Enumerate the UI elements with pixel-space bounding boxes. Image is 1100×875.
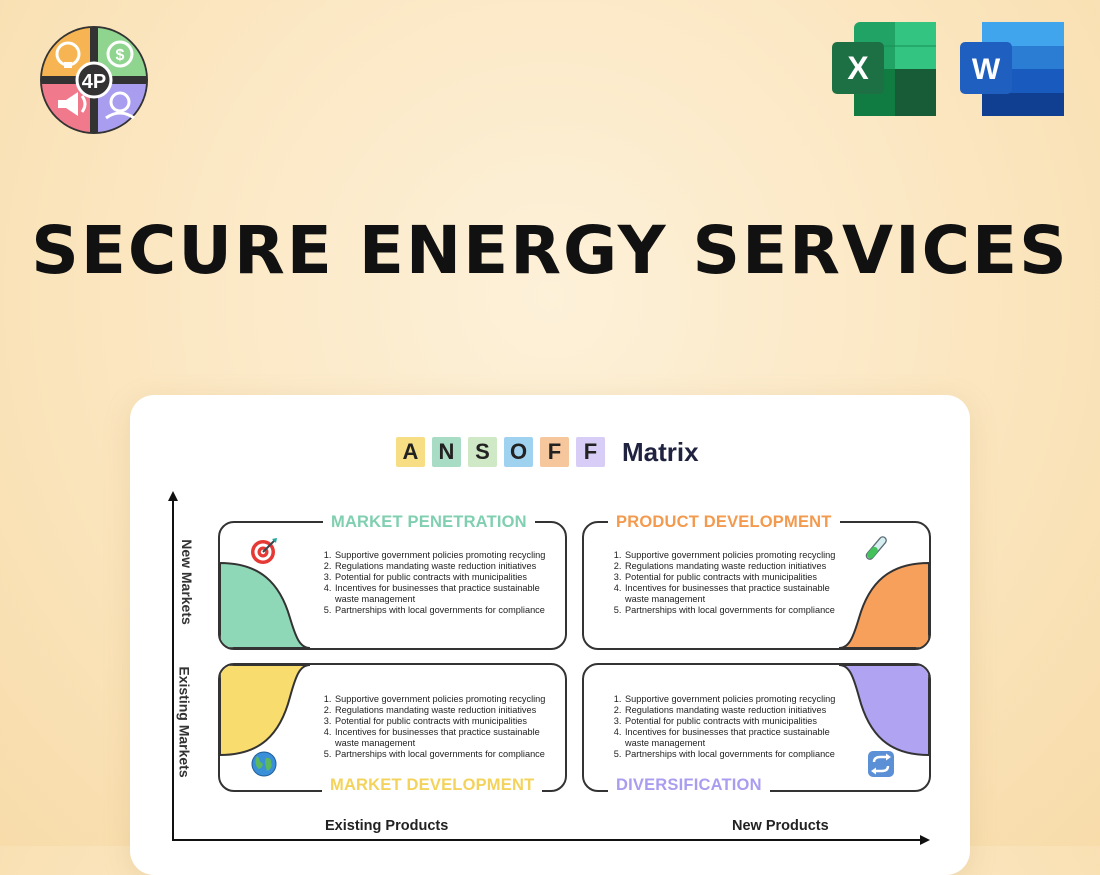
list-item: Incentives for businesses that practice … xyxy=(334,727,564,749)
excel-letter: X xyxy=(847,50,869,86)
quadrant-market-penetration: Supportive government policies promoting… xyxy=(218,521,567,650)
list-item: Partnerships with local governments for … xyxy=(624,605,854,616)
ansoff-heading: A N S O F F Matrix xyxy=(396,436,699,468)
x-axis-label-existing-products: Existing Products xyxy=(325,818,449,834)
letter-tile: O xyxy=(504,437,533,467)
quadrant-list: Supportive government policies promoting… xyxy=(606,694,854,760)
list-item: Potential for public contracts with muni… xyxy=(334,716,564,727)
page-title: SECURE ENERGY SERVICES xyxy=(31,212,1069,289)
list-item: Supportive government policies promoting… xyxy=(334,550,564,561)
axes xyxy=(168,491,930,845)
ansoff-matrix-card: A N S O F F Matrix New Markets Existing … xyxy=(130,395,970,875)
globe-icon xyxy=(251,751,277,777)
target-icon xyxy=(251,538,277,564)
list-item: Incentives for businesses that practice … xyxy=(624,583,854,605)
list-item: Potential for public contracts with muni… xyxy=(624,716,854,727)
list-item: Supportive government policies promoting… xyxy=(334,694,564,705)
svg-text:$: $ xyxy=(116,47,125,64)
quadrant-list: Supportive government policies promoting… xyxy=(316,550,564,616)
list-item: Regulations mandating waste reduction in… xyxy=(624,561,854,572)
quadrant-blob xyxy=(838,665,929,757)
letter-tile: S xyxy=(468,437,497,467)
4p-logo: $ 4P xyxy=(40,26,148,134)
quadrant-diversification: Supportive government policies promoting… xyxy=(582,663,931,792)
list-item: Partnerships with local governments for … xyxy=(334,605,564,616)
quadrant-blob xyxy=(838,561,929,648)
list-item: Incentives for businesses that practice … xyxy=(334,583,564,605)
list-item: Supportive government policies promoting… xyxy=(624,694,854,705)
letter-tile: A xyxy=(396,437,425,467)
letter-tile: N xyxy=(432,437,461,467)
logo-text: 4P xyxy=(82,71,106,93)
list-item: Partnerships with local governments for … xyxy=(624,749,854,760)
quadrant-list: Supportive government policies promoting… xyxy=(606,550,854,616)
quadrant-market-development: Supportive government policies promoting… xyxy=(218,663,567,792)
list-item: Regulations mandating waste reduction in… xyxy=(334,561,564,572)
list-item: Regulations mandating waste reduction in… xyxy=(334,705,564,716)
quadrant-title-market-penetration: MARKET PENETRATION xyxy=(323,513,535,532)
word-icon: W xyxy=(960,22,1064,116)
letter-tile: F xyxy=(576,437,605,467)
quadrant-list: Supportive government policies promoting… xyxy=(316,694,564,760)
list-item: Incentives for businesses that practice … xyxy=(624,727,854,749)
y-axis-label-new-markets: New Markets xyxy=(178,539,195,625)
word-letter: W xyxy=(972,53,1001,86)
quadrant-title-diversification: DIVERSIFICATION xyxy=(608,776,770,795)
quadrant-blob xyxy=(220,665,311,757)
test-tube-icon xyxy=(865,536,887,560)
list-item: Potential for public contracts with muni… xyxy=(334,572,564,583)
x-axis-label-new-products: New Products xyxy=(732,818,829,834)
quadrant-blob xyxy=(220,561,311,648)
matrix-word: Matrix xyxy=(622,436,699,467)
excel-icon: X xyxy=(832,22,936,116)
quadrant-title-market-development: MARKET DEVELOPMENT xyxy=(322,776,543,795)
list-item: Partnerships with local governments for … xyxy=(334,749,564,760)
letter-tile: F xyxy=(540,437,569,467)
list-item: Potential for public contracts with muni… xyxy=(624,572,854,583)
list-item: Regulations mandating waste reduction in… xyxy=(624,705,854,716)
y-axis-label-existing-markets: Existing Markets xyxy=(176,666,193,778)
list-item: Supportive government policies promoting… xyxy=(624,550,854,561)
repeat-icon xyxy=(868,751,894,777)
quadrant-title-product-development: PRODUCT DEVELOPMENT xyxy=(608,513,840,532)
